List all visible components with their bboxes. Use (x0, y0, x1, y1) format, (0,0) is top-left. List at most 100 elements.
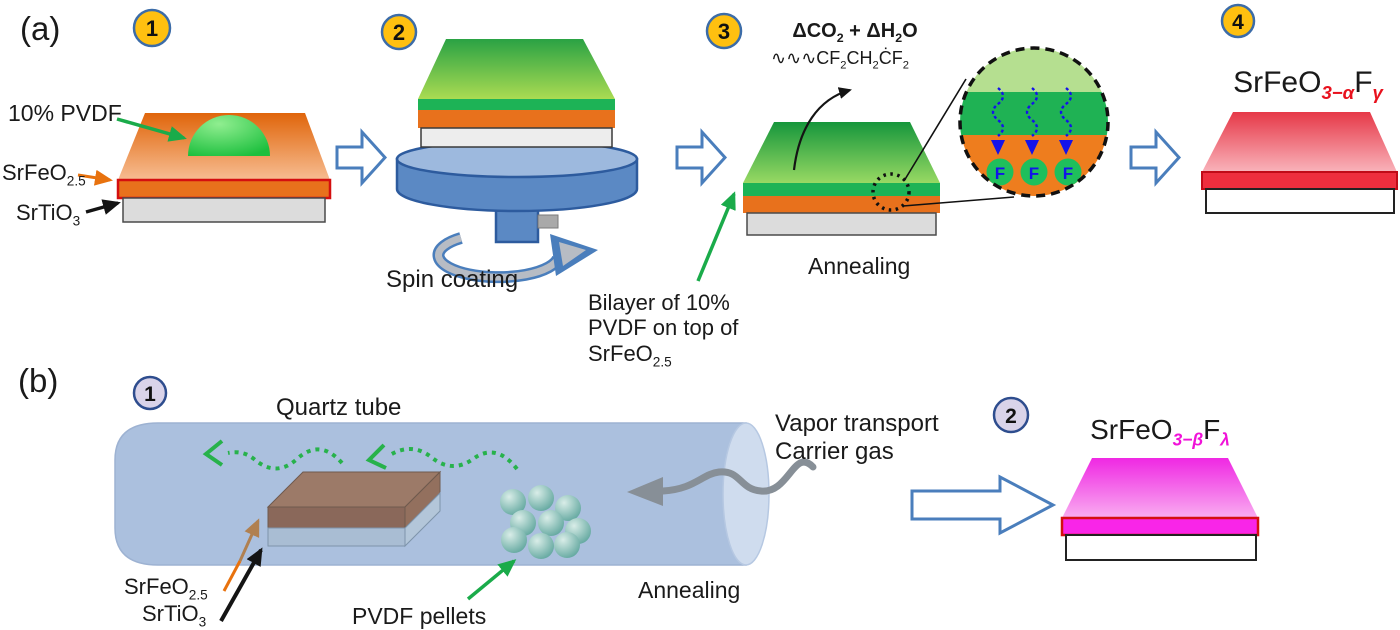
step-badge-2 (380, 13, 418, 51)
label-srfeo25-a: SrFeO2.5 (2, 160, 86, 189)
caption-annealing-a: Annealing (808, 253, 911, 279)
bilayer-line2: PVDF on top of (588, 315, 739, 341)
srfeo-label-arrow (77, 169, 113, 186)
step-badge-1-number: 1 (146, 16, 158, 41)
step-badges-b: 1 2 (132, 375, 1030, 434)
step-badge-1 (132, 8, 172, 48)
fluorine-diffusion-squiggle (1025, 87, 1039, 137)
vapor-line2: Carrier gas (775, 437, 894, 465)
fluorine-atom (986, 158, 1014, 186)
srfeo-layer-front (743, 196, 940, 213)
product-film-b (1060, 458, 1260, 561)
quartz-tube (114, 422, 770, 566)
panel-b-label: (b) (18, 362, 59, 399)
vapor-line1: Vapor transport (775, 410, 939, 437)
label-pvdf: 10% PVDF (8, 100, 122, 126)
bilayer-line3: SrFeO2.5 (588, 340, 672, 369)
annealing-stack (743, 122, 940, 236)
process-arrow-3 (1129, 128, 1182, 187)
pvdf-droplet (188, 115, 270, 156)
bilayer-label-arrow (696, 191, 736, 282)
fluorine-atom-label: F (1029, 164, 1039, 183)
pellet (555, 495, 581, 521)
fluorine-arrowhead (991, 140, 1005, 155)
sample-front-face (267, 506, 406, 529)
pellets-label-arrow (466, 559, 517, 601)
vapor-flow-squiggle (388, 447, 519, 471)
product-film-a (1201, 112, 1398, 214)
label-co2-h2o: ΔCO2 + ΔH2O (792, 20, 918, 45)
fluorine-diffusion-squiggle (1059, 87, 1073, 137)
step-badge-2 (992, 396, 1030, 434)
inset-pvdf-band (960, 92, 1108, 135)
pvdf-layer-front (743, 183, 940, 196)
sample-in-tube (266, 470, 442, 548)
fluorine-atom (1054, 158, 1082, 186)
pellet (500, 489, 526, 515)
fluorine-atom-label: F (1063, 164, 1073, 183)
pellet (528, 485, 554, 511)
srtio-label-arrow (85, 199, 121, 215)
srfeo-film-front-face (116, 178, 332, 200)
step-badge-1 (132, 375, 168, 411)
step-badge-1-number: 1 (144, 383, 156, 406)
pvdf-label-arrow (116, 117, 187, 142)
process-arrow-2 (675, 128, 728, 187)
pvdf-layer-front (418, 99, 615, 110)
fluorine-diffusion-squiggle (991, 87, 1005, 137)
vapor-flow-squiggle (227, 447, 344, 471)
process-arrow-1 (335, 128, 388, 187)
process-arrow-b (910, 474, 1057, 536)
fluorine-arrowhead (1025, 140, 1039, 155)
inset-connector-bottom (902, 196, 1015, 207)
gas-release-arrow (792, 87, 852, 171)
fluorine-atom-label: F (995, 164, 1005, 183)
label-bilayer: Bilayer of 10% PVDF on top of SrFeO2.5 (588, 290, 739, 369)
pellet (554, 532, 580, 558)
substrate-front-face (1205, 188, 1395, 214)
rotation-arrow (435, 234, 562, 281)
spinner-tab (537, 214, 559, 229)
product-formula-a: SrFeO3−αFγ (1233, 66, 1383, 103)
label-quartz-tube: Quartz tube (276, 394, 402, 421)
fluorinated-film-top-face (1062, 458, 1258, 518)
carrier-gas-arrowhead (627, 477, 663, 506)
step-badge-2-number: 2 (393, 20, 405, 45)
pellet (528, 533, 554, 559)
magnified-interface-inset: F F F (958, 46, 1110, 198)
substrate-layer-front (746, 212, 937, 236)
step-badge-3 (705, 12, 743, 50)
step-badge-4-number: 4 (1232, 11, 1244, 34)
product-formula-b: SrFeO3−βFλ (1090, 414, 1230, 450)
label-pvdf-pellets: PVDF pellets (352, 603, 487, 629)
fluorine-atom (1020, 158, 1048, 186)
label-pvdf-radical: ∿∿∿CF2CH2ĊF2 (771, 48, 909, 72)
carrier-gas-arrow (659, 458, 817, 495)
pellet (501, 527, 527, 553)
pellet (538, 510, 564, 536)
label-srfeo25-b: SrFeO2.5 (124, 574, 208, 603)
srtio-label-arrow (219, 547, 263, 622)
caption-spin-coating: Spin coating (386, 266, 519, 293)
substrate-front-face (1065, 534, 1257, 561)
annealed-film-top-face (743, 122, 940, 183)
step-badge-3-number: 3 (718, 19, 730, 44)
caption-annealing-b: Annealing (638, 577, 741, 603)
step-badge-4 (1220, 3, 1256, 39)
fluorinated-film-front-face (1201, 171, 1398, 190)
srfeo-label-arrow-lower (222, 560, 242, 592)
srtio3-substrate (122, 197, 326, 223)
fluorinated-film-top-face (1202, 112, 1397, 172)
step-badges-a: 1 2 3 4 (132, 3, 1256, 51)
srfeo-label-arrow-upper (238, 518, 260, 562)
step-badge-2-number: 2 (1005, 405, 1017, 428)
inset-border-circle (958, 46, 1110, 198)
bilayer-line1: Bilayer of 10% (588, 290, 730, 315)
coated-film-top-face (418, 39, 615, 99)
interface-zoom-circle (871, 172, 911, 212)
label-vapor-transport: Vapor transport Carrier gas (775, 410, 939, 465)
label-srtio3-b: SrTiO3 (142, 601, 207, 630)
fluorinated-film-front-face (1060, 516, 1260, 537)
fluorine-arrowhead (1059, 140, 1073, 155)
